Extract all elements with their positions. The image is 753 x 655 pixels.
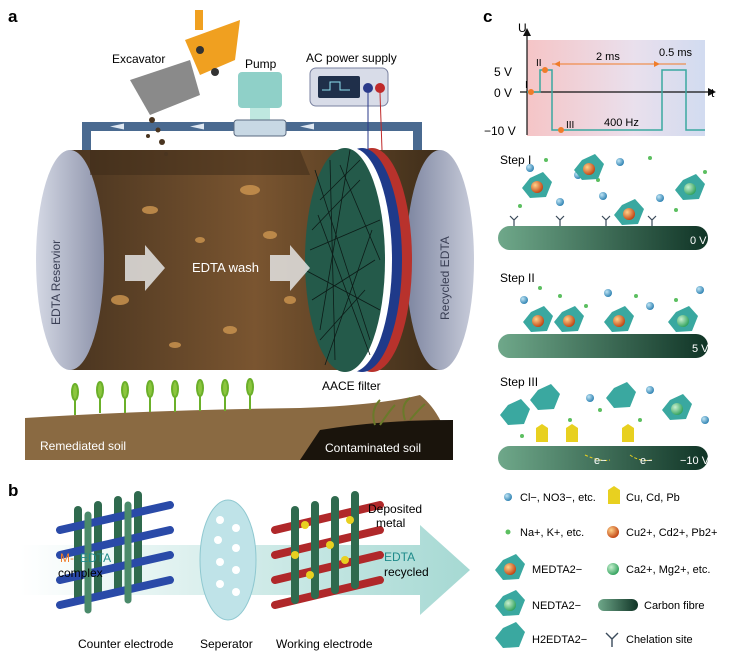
step-1-label: Step I	[500, 153, 531, 167]
legend: Cl−, NO3−, etc. Na+, K+, etc. MEDTA2− NE…	[495, 486, 717, 648]
step-2-label: Step II	[500, 271, 535, 285]
legend-medta: MEDTA2−	[532, 564, 582, 576]
electron-label-2: e−	[640, 455, 653, 467]
legend-metals: Cu, Cd, Pb	[626, 492, 680, 504]
contaminated-soil-label: Contaminated soil	[325, 441, 421, 455]
waveform-chart	[520, 28, 716, 136]
soil-particles	[111, 185, 296, 348]
phase-i-label: I	[525, 80, 528, 91]
excavator-label: Excavator	[112, 52, 165, 66]
panel-b-label: b	[8, 481, 18, 500]
recycled-edta-label: Recycled EDTA	[438, 236, 452, 320]
electron-label: e−	[594, 455, 607, 467]
recycled-cap	[406, 150, 474, 370]
u-axis-label: U	[518, 21, 527, 35]
separator-label: Seperator	[200, 637, 253, 651]
edta-recycled-edta-label: EDTA	[384, 550, 415, 564]
step-3: Step III e− e− −10 V	[498, 375, 710, 470]
edta-reservoir-label: EDTA Reservior	[49, 240, 63, 325]
panel-a: a	[8, 7, 474, 460]
wash-arrows	[125, 245, 310, 291]
ac-power-label: AC power supply	[306, 51, 397, 65]
legend-chelation-site: Chelation site	[626, 634, 693, 646]
pipe-flow-arrows	[110, 123, 314, 130]
recycled-label: recycled	[384, 565, 429, 579]
ac-power-supply-icon	[309, 67, 389, 151]
complex-label: complex	[58, 566, 103, 580]
pump-icon	[233, 72, 287, 137]
edta-wash-label: EDTA wash	[192, 260, 259, 275]
panel-c: c U t 5 V 0 V −10 V 2 ms 0.5 ms 400 Hz I…	[483, 7, 717, 648]
metal-label: metal	[376, 516, 405, 530]
legend-heavy-ions: Cu2+, Cd2+, Pb2+	[626, 527, 717, 539]
m-edta-label: EDTA	[80, 551, 111, 565]
step-3-voltage: −10 V	[680, 455, 710, 467]
counter-electrode-label: Counter electrode	[78, 637, 174, 651]
aace-filter-label: AACE filter	[322, 379, 381, 393]
y-5v-label: 5 V	[494, 65, 512, 79]
m-edta-prefix: M-	[60, 551, 74, 565]
working-electrode	[271, 491, 384, 609]
counter-electrode	[56, 491, 174, 614]
y-neg10v-label: −10 V	[484, 124, 516, 138]
legend-nedta: NEDTA2−	[532, 600, 581, 612]
step-2: Step II 5 V	[498, 271, 709, 358]
frequency-label: 400 Hz	[604, 117, 639, 129]
wheat-icons	[71, 378, 254, 415]
reservoir-cap	[36, 150, 104, 370]
working-electrode-label: Working electrode	[276, 637, 373, 651]
step-1-voltage: 0 V	[690, 235, 707, 247]
withered-plant-icons	[372, 397, 426, 426]
legend-carbon-fibre: Carbon fibre	[644, 600, 705, 612]
panel-b: b M- EDTA complex	[8, 481, 470, 651]
step-2-voltage: 5 V	[692, 343, 709, 355]
legend-alkaline-ions: Ca2+, Mg2+, etc.	[626, 564, 710, 576]
panel-a-label: a	[8, 7, 18, 26]
legend-cations: Na+, K+, etc.	[520, 527, 584, 539]
legend-anions: Cl−, NO3−, etc.	[520, 492, 596, 504]
phase-ii-label: II	[536, 58, 542, 69]
phase-iii-label: III	[566, 120, 574, 131]
y-0v-label: 0 V	[494, 86, 512, 100]
waveform-line	[527, 69, 705, 131]
separator	[199, 499, 257, 621]
duration-05ms-label: 0.5 ms	[659, 47, 693, 59]
legend-h2edta: H2EDTA2−	[532, 634, 587, 646]
t-axis-label: t	[711, 86, 715, 100]
excavator-icon	[130, 10, 240, 156]
step-1: Step I 0 V	[498, 153, 708, 250]
remediated-soil-label: Remediated soil	[40, 439, 126, 453]
panel-c-label: c	[483, 7, 492, 26]
step-3-label: Step III	[500, 375, 538, 389]
aace-filter	[304, 148, 412, 372]
deposited-label: Deposited	[368, 502, 422, 516]
duration-2ms-label: 2 ms	[596, 51, 620, 63]
pump-label: Pump	[245, 57, 277, 71]
